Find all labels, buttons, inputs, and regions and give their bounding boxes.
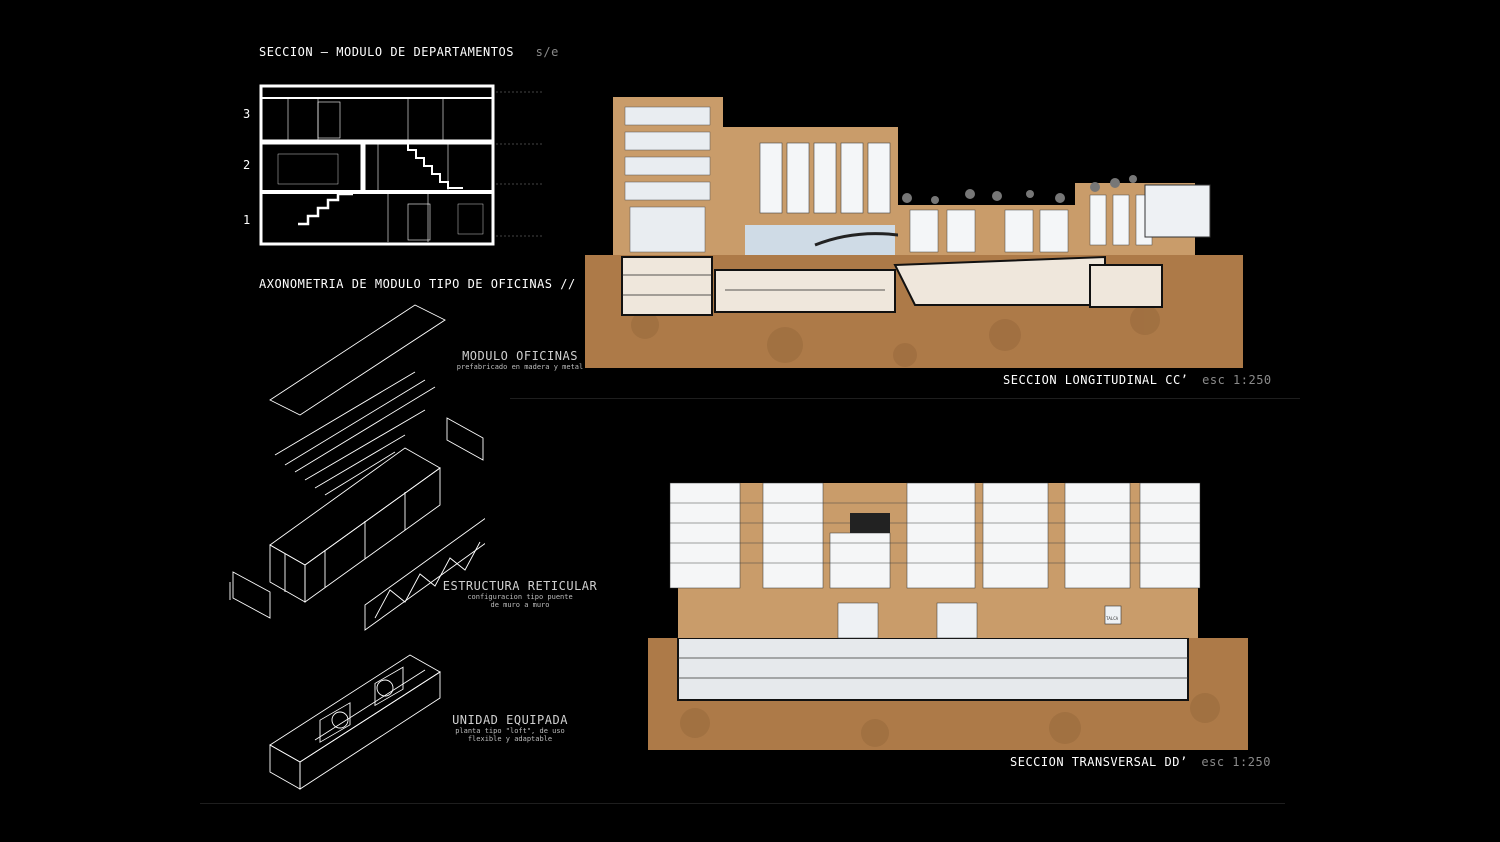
part-desc-1: planta tipo "loft", de uso — [455, 727, 565, 735]
section-aptos-title-text: SECCION – MODULO DE DEPARTAMENTOS — [259, 45, 514, 59]
axonometry-drawing — [229, 304, 485, 790]
section-dd-scale: esc 1:250 — [1201, 755, 1271, 769]
roof-panel — [269, 304, 446, 416]
part-unidad-equipada: UNIDAD EQUIPADA planta tipo "loft", de u… — [430, 713, 590, 743]
section-dd-title: SECCION TRANSVERSAL DD’ esc 1:250 — [1010, 755, 1271, 769]
part-desc-1: configuracion tipo puente — [467, 593, 573, 601]
section-cc-title: SECCION LONGITUDINAL CC’ esc 1:250 — [1003, 373, 1272, 387]
balcony-modules — [669, 482, 1201, 589]
bottom-divider-line — [200, 803, 1285, 804]
divider-line — [510, 398, 1300, 399]
section-dd-title-text: SECCION TRANSVERSAL DD’ — [1010, 755, 1188, 769]
part-desc: prefabricado en madera y metal — [456, 363, 584, 371]
section-cc-scale: esc 1:250 — [1202, 373, 1272, 387]
part-name: ESTRUCTURA RETICULAR — [442, 579, 598, 593]
part-desc-2: de muro a muro — [490, 601, 550, 609]
part-estructura-reticular: ESTRUCTURA RETICULAR configuracion tipo … — [440, 579, 600, 609]
section-cc-drawing — [585, 97, 1243, 368]
section-aptos-title: SECCION – MODULO DE DEPARTAMENTOS s/e — [259, 45, 559, 59]
axonometry-title: AXONOMETRIA DE MODULO TIPO DE OFICINAS /… — [259, 277, 576, 291]
section-dd-drawing — [648, 482, 1248, 750]
part-name: MODULO OFICINAS — [462, 349, 578, 363]
section-cc-title-text: SECCION LONGITUDINAL CC’ — [1003, 373, 1189, 387]
part-desc-2: flexible y adaptable — [467, 735, 553, 743]
talca-sign: TALCA — [1106, 616, 1119, 621]
section-aptos-scale: s/e — [535, 45, 559, 59]
part-name: UNIDAD EQUIPADA — [452, 713, 568, 727]
level-label-3: 3 — [243, 107, 251, 121]
level-label-1: 1 — [243, 213, 251, 227]
apartment-section-drawing — [259, 84, 543, 246]
level-label-2: 2 — [243, 158, 251, 172]
part-modulo-oficinas: MODULO OFICINAS prefabricado en madera y… — [440, 349, 600, 371]
